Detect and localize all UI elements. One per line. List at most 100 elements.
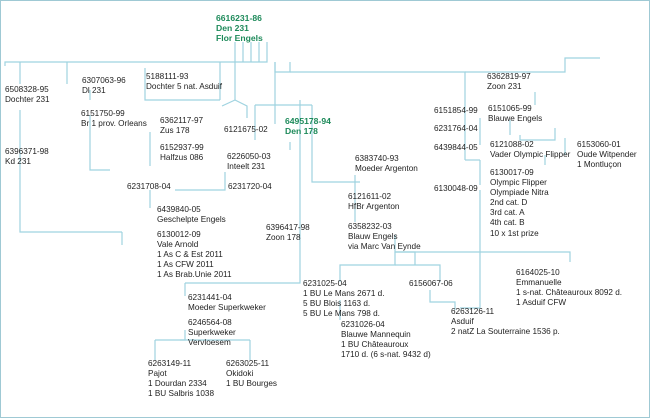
ring: 6231708-04 bbox=[127, 182, 171, 191]
node-6231026: 6231026-04 Blauwe Mannequin 1 BU Château… bbox=[341, 320, 431, 360]
label: Pajot bbox=[148, 369, 167, 379]
ring: 6231764-04 bbox=[434, 124, 478, 133]
node-6151750: 6151750-99 Br 1 prov. Orleans bbox=[81, 109, 147, 129]
node-6439844: 6439844-05 bbox=[434, 143, 478, 153]
ring: 6362819-97 bbox=[487, 72, 531, 81]
label: Vader Olympic Flipper bbox=[490, 150, 571, 160]
ring: 6231025-04 bbox=[303, 279, 347, 288]
root-line-2: Den 231 bbox=[216, 23, 249, 34]
ring: 6263126-11 bbox=[451, 307, 495, 316]
result-2: 5 BU Blois 1163 d. bbox=[303, 299, 371, 309]
breeder: Vervloesem bbox=[188, 338, 231, 348]
node-6121611: 6121611-02 HfBr Argenton bbox=[348, 192, 399, 212]
label: Okidoki bbox=[226, 369, 254, 379]
result-2: 2nd cat. D bbox=[490, 198, 528, 208]
ring: 6164025-10 bbox=[516, 268, 560, 277]
result-1: Olympiade Nitra bbox=[490, 188, 549, 198]
node-6231441: 6231441-04 Moeder Superkweker bbox=[188, 293, 266, 313]
ring: 6231441-04 bbox=[188, 293, 232, 302]
label: Oude Witpender bbox=[577, 150, 637, 160]
ring: 6121611-02 bbox=[348, 192, 392, 201]
node-6164025: 6164025-10 Emmanuelle 1 s-nat. Châteauro… bbox=[516, 268, 622, 308]
ring: 6151750-99 bbox=[81, 109, 125, 118]
label: Zoon 231 bbox=[487, 82, 522, 92]
node-6231720: 6231720-04 bbox=[228, 182, 272, 192]
label: Inteelt 231 bbox=[227, 162, 266, 172]
label: Halfzus 086 bbox=[160, 153, 204, 163]
ring: 6495178-94 bbox=[285, 116, 331, 126]
label: Kd 231 bbox=[5, 157, 31, 167]
node-6130012: 6130012-09 Vale Arnold 1 As C & Est 2011… bbox=[157, 230, 232, 280]
ring: 6130048-09 bbox=[434, 184, 478, 193]
node-6439840: 6439840-05 Geschelpte Engels bbox=[157, 205, 226, 225]
ring: 6263025-11 bbox=[226, 359, 270, 368]
ring: 6226050-03 bbox=[227, 152, 271, 161]
label: Moeder Superkweker bbox=[188, 303, 266, 313]
label: Blauwe Engels bbox=[488, 114, 543, 124]
ring: 6396371-98 bbox=[5, 147, 49, 156]
node-6151065: 6151065-99 Blauwe Engels bbox=[488, 104, 542, 124]
ring: 6152937-99 bbox=[160, 143, 204, 152]
node-6362117: 6362117-97 Zus 178 bbox=[160, 116, 203, 136]
ring: 6508328-95 bbox=[5, 85, 49, 94]
node-6226050: 6226050-03 Inteelt 231 bbox=[227, 152, 271, 172]
ring: 6151065-99 bbox=[488, 104, 532, 113]
result-1: 1 BU Le Mans 2671 d. bbox=[303, 289, 385, 299]
result-1: 1 Dourdan 2334 bbox=[148, 379, 207, 389]
label: Emmanuelle bbox=[516, 278, 562, 288]
ring: 6121088-02 bbox=[490, 140, 534, 149]
result-2: 1 As CFW 2011 bbox=[157, 260, 214, 270]
ring: 6307063-96 bbox=[82, 76, 126, 85]
label: Moeder Argenton bbox=[355, 164, 418, 174]
node-6156067: 6156067-06 bbox=[409, 279, 453, 289]
result-5: 10 x 1st prize bbox=[490, 228, 539, 238]
node-6358232: 6358232-03 Blauw Engels via Marc Van Eyn… bbox=[348, 222, 421, 252]
result-1: 2 natZ La Souterraine 1536 p. bbox=[451, 327, 560, 337]
node-6263126: 6263126-11 Asduif 2 natZ La Souterraine … bbox=[451, 307, 560, 337]
result-1: 1 BU Châteauroux bbox=[341, 340, 409, 350]
label: Blauwe Mannequin bbox=[341, 330, 411, 340]
ring: 6396417-98 bbox=[266, 223, 310, 232]
node-6130017: 6130017-09 Olympic Flipper Olympiade Nit… bbox=[490, 168, 549, 239]
label: Zoon 178 bbox=[266, 233, 301, 243]
node-6231708: 6231708-04 bbox=[127, 182, 171, 192]
label: Den 178 bbox=[285, 126, 318, 137]
result-1: 1 BU Bourges bbox=[226, 379, 277, 389]
label: Olympic Flipper bbox=[490, 178, 547, 188]
label: Br 1 prov. Orleans bbox=[81, 119, 147, 129]
ring: 6383740-93 bbox=[355, 154, 399, 163]
result-3: 5 BU Le Mans 798 d. bbox=[303, 309, 380, 319]
ring: 6153060-01 bbox=[577, 140, 621, 149]
node-6508328: 6508328-95 Dochter 231 bbox=[5, 85, 50, 105]
node-6246564: 6246564-08 Superkweker Vervloesem bbox=[188, 318, 236, 348]
result-3: 3rd cat. A bbox=[490, 208, 525, 218]
label: Vale Arnold bbox=[157, 240, 199, 250]
result-3: 1 As Brab.Unie 2011 bbox=[157, 270, 232, 280]
label: Blauw Engels bbox=[348, 232, 398, 242]
ring: 6130017-09 bbox=[490, 168, 534, 177]
node-5188111: 5188111-93 Dochter 5 nat. Asduif bbox=[146, 72, 222, 92]
node-6307063: 6307063-96 Dl 231 bbox=[82, 76, 126, 96]
label: Geschelpte Engels bbox=[157, 215, 226, 225]
result-2: 1 Asduif CFW bbox=[516, 298, 567, 308]
result-1: 1 Montluçon bbox=[577, 160, 622, 170]
node-6151854: 6151854-99 bbox=[434, 106, 478, 116]
node-6121675: 6121675-02 bbox=[224, 125, 268, 135]
node-6263149: 6263149-11 Pajot 1 Dourdan 2334 1 BU Sal… bbox=[148, 359, 214, 399]
ring: 6358232-03 bbox=[348, 222, 392, 231]
node-6231025: 6231025-04 1 BU Le Mans 2671 d. 5 BU Blo… bbox=[303, 279, 384, 319]
node-6396417: 6396417-98 Zoon 178 bbox=[266, 223, 310, 243]
result-2: 1 BU Salbris 1038 bbox=[148, 389, 214, 399]
ring: 6439844-05 bbox=[434, 143, 478, 152]
node-6130048: 6130048-09 bbox=[434, 184, 478, 194]
ring: 6121675-02 bbox=[224, 125, 268, 134]
result-1: 1 s-nat. Châteauroux 8092 d. bbox=[516, 288, 623, 298]
ring: 6130012-09 bbox=[157, 230, 201, 239]
label: HfBr Argenton bbox=[348, 202, 400, 212]
result-2: 1710 d. (6 s-nat. 9432 d) bbox=[341, 350, 431, 360]
label: Dochter 231 bbox=[5, 95, 50, 105]
ring: 6439840-05 bbox=[157, 205, 201, 214]
label: Superkweker bbox=[188, 328, 236, 338]
ring: 6231026-04 bbox=[341, 320, 385, 329]
